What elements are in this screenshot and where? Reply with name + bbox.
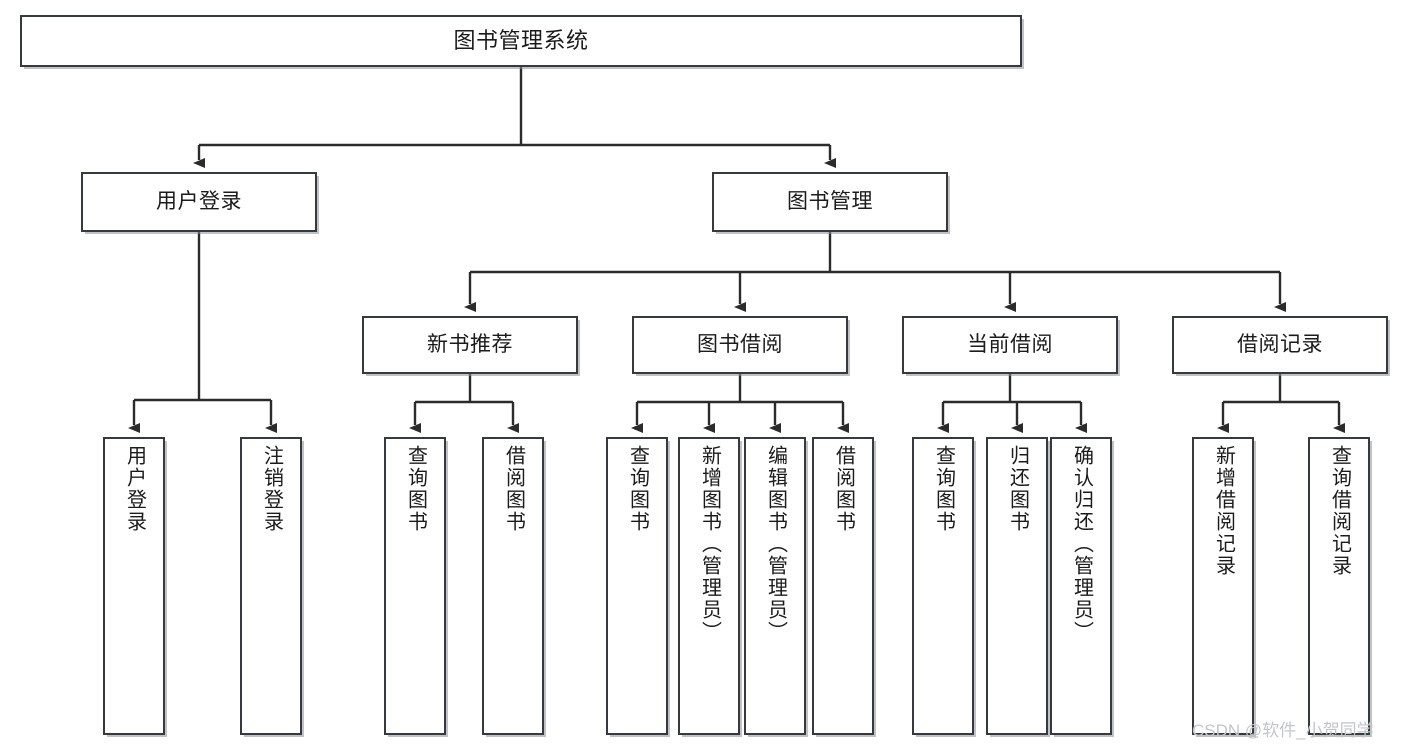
node-book-management[interactable]: 图书管理 bbox=[712, 172, 948, 232]
node-label: 确认归还（管理员） bbox=[1070, 445, 1093, 643]
node-label: 查询借阅记录 bbox=[1328, 445, 1351, 577]
node-leaf-borrow-book-recommend[interactable]: 借阅图书 bbox=[482, 437, 544, 735]
node-leaf-query-book-current[interactable]: 查询图书 bbox=[912, 437, 974, 735]
node-label: 查询图书 bbox=[626, 445, 649, 533]
node-label: 归还图书 bbox=[1006, 445, 1029, 533]
node-user-login[interactable]: 用户登录 bbox=[81, 172, 317, 232]
node-leaf-query-book-borrow[interactable]: 查询图书 bbox=[606, 437, 668, 735]
node-label: 借阅图书 bbox=[832, 445, 855, 533]
node-leaf-add-book-admin[interactable]: 新增图书（管理员） bbox=[678, 437, 740, 735]
node-label: 用户登录 bbox=[156, 189, 242, 213]
watermark: CSDN @软件_小贺同学 bbox=[1192, 721, 1374, 740]
node-label: 用户登录 bbox=[123, 445, 146, 533]
node-leaf-user-login[interactable]: 用户登录 bbox=[103, 437, 165, 735]
node-label: 图书管理系统 bbox=[453, 28, 589, 54]
node-leaf-return-book[interactable]: 归还图书 bbox=[986, 437, 1048, 735]
node-leaf-user-logout[interactable]: 注销登录 bbox=[240, 437, 302, 735]
node-label: 查询图书 bbox=[404, 445, 427, 533]
node-label: 新增图书（管理员） bbox=[698, 445, 721, 643]
node-label: 图书借阅 bbox=[697, 332, 783, 356]
node-leaf-confirm-return-admin[interactable]: 确认归还（管理员） bbox=[1050, 437, 1112, 735]
node-new-book-recommend[interactable]: 新书推荐 bbox=[362, 316, 578, 374]
node-label: 图书管理 bbox=[787, 189, 873, 213]
node-leaf-borrow-book[interactable]: 借阅图书 bbox=[812, 437, 874, 735]
node-label: 借阅记录 bbox=[1237, 332, 1323, 356]
node-label: 编辑图书（管理员） bbox=[764, 445, 787, 643]
node-label: 新增借阅记录 bbox=[1212, 445, 1235, 577]
node-label: 注销登录 bbox=[260, 445, 283, 533]
node-borrow-record[interactable]: 借阅记录 bbox=[1172, 316, 1388, 374]
node-root-book-management-system[interactable]: 图书管理系统 bbox=[20, 15, 1022, 67]
node-label: 查询图书 bbox=[932, 445, 955, 533]
node-leaf-query-borrow-record[interactable]: 查询借阅记录 bbox=[1308, 437, 1370, 735]
node-current-borrow[interactable]: 当前借阅 bbox=[902, 316, 1118, 374]
node-leaf-add-borrow-record[interactable]: 新增借阅记录 bbox=[1192, 437, 1254, 735]
node-label: 借阅图书 bbox=[502, 445, 525, 533]
node-leaf-edit-book-admin[interactable]: 编辑图书（管理员） bbox=[744, 437, 806, 735]
node-book-borrow[interactable]: 图书借阅 bbox=[632, 316, 848, 374]
node-label: 当前借阅 bbox=[967, 332, 1053, 356]
node-leaf-query-book-recommend[interactable]: 查询图书 bbox=[384, 437, 446, 735]
node-label: 新书推荐 bbox=[427, 332, 513, 356]
